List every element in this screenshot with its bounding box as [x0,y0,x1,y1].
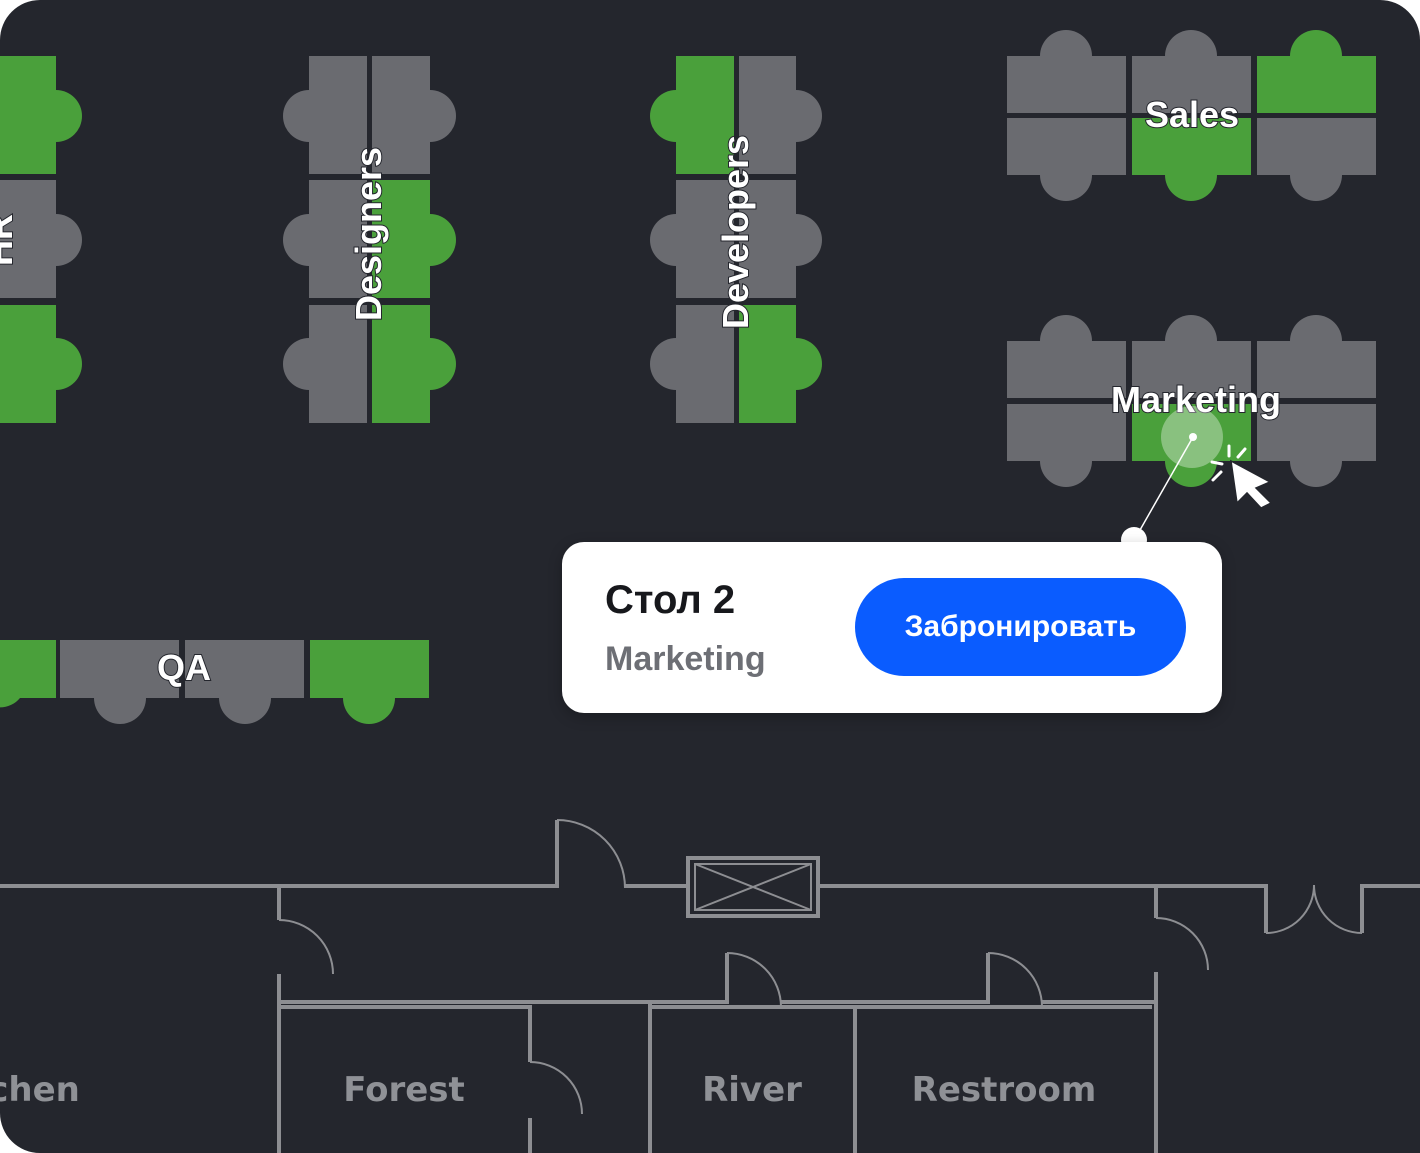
desk[interactable] [1007,118,1126,175]
desk[interactable] [1132,341,1251,398]
chair[interactable] [219,698,271,724]
chair[interactable] [0,698,20,708]
chair[interactable] [283,214,309,266]
desk[interactable] [1257,404,1376,461]
chair[interactable] [1165,30,1217,56]
room-label-restroom: Restroom [912,1070,1097,1110]
desk-zone: Marketing [605,640,766,678]
chair[interactable] [650,214,676,266]
desk-booking-popup: Стол 2 Marketing Забронировать [562,542,1222,713]
chair[interactable] [1040,30,1092,56]
chair[interactable] [1040,175,1092,201]
chair[interactable] [796,90,822,142]
desk-selected[interactable] [1132,404,1251,461]
callout-line [1135,436,1194,538]
chair[interactable] [343,698,395,724]
zone-designers: Designers [283,56,456,423]
chair[interactable] [283,338,309,390]
zone-qa: QA [0,640,429,724]
desk[interactable] [739,305,796,423]
desk[interactable] [739,56,796,174]
desk[interactable] [676,305,734,423]
chair[interactable] [1040,461,1092,487]
zone-hr: HR [0,56,82,423]
chair[interactable] [1040,315,1092,341]
desk-title: Стол 2 [605,578,736,622]
click-burst-icon [1210,444,1247,482]
desk[interactable] [372,56,430,174]
desk[interactable] [0,305,56,423]
desk[interactable] [1257,341,1376,398]
chair[interactable] [94,698,146,724]
desk[interactable] [1007,341,1126,398]
chair[interactable] [1165,461,1217,487]
chair[interactable] [430,90,456,142]
chair[interactable] [796,214,822,266]
zone-label-marketing: Marketing [1111,379,1281,420]
desk[interactable] [1257,118,1376,175]
chair[interactable] [283,90,309,142]
chair[interactable] [1290,315,1342,341]
desk[interactable] [1132,56,1251,113]
chair[interactable] [650,90,676,142]
chair[interactable] [430,214,456,266]
chair[interactable] [1290,175,1342,201]
desk[interactable] [1007,56,1126,113]
desk[interactable] [60,640,179,698]
zone-label-designers: Designers [348,147,389,321]
walls [0,819,1420,1153]
chair[interactable] [1165,175,1217,201]
desk[interactable] [1007,404,1126,461]
desk[interactable] [739,180,796,298]
chair[interactable] [1290,461,1342,487]
arrow-cursor-icon [1230,459,1273,509]
chair[interactable] [650,338,676,390]
elevator-icon [686,856,820,918]
zone-label-sales: Sales [1145,94,1239,135]
desk[interactable] [309,56,367,174]
desk[interactable] [372,180,430,298]
zone-marketing: Marketing [1007,315,1376,538]
desk[interactable] [0,180,56,298]
chair[interactable] [1290,30,1342,56]
chair[interactable] [430,338,456,390]
zone-developers: Developers [650,56,822,423]
chair[interactable] [1165,315,1217,341]
zone-sales: Sales [1007,30,1376,201]
desk[interactable] [676,56,734,174]
room-label-kitchen: Kitchen [0,1070,80,1110]
desk[interactable] [1132,118,1251,175]
desk[interactable] [372,305,430,423]
desk[interactable] [1257,56,1376,113]
chair[interactable] [56,214,82,266]
desk[interactable] [0,56,56,174]
desk[interactable] [0,640,56,698]
desk[interactable] [309,180,367,298]
zone-label-qa: QA [157,647,211,688]
desk[interactable] [309,305,367,423]
zone-label-hr: HR [0,214,20,266]
zone-label-developers: Developers [715,135,756,329]
desk[interactable] [185,640,304,698]
chair[interactable] [796,338,822,390]
room-label-forest: Forest [343,1070,465,1110]
chair[interactable] [56,338,82,390]
chair[interactable] [56,90,82,142]
book-button[interactable]: Забронировать [855,578,1186,676]
room-label-river: River [702,1070,802,1110]
desk[interactable] [310,640,429,698]
desk[interactable] [676,180,734,298]
